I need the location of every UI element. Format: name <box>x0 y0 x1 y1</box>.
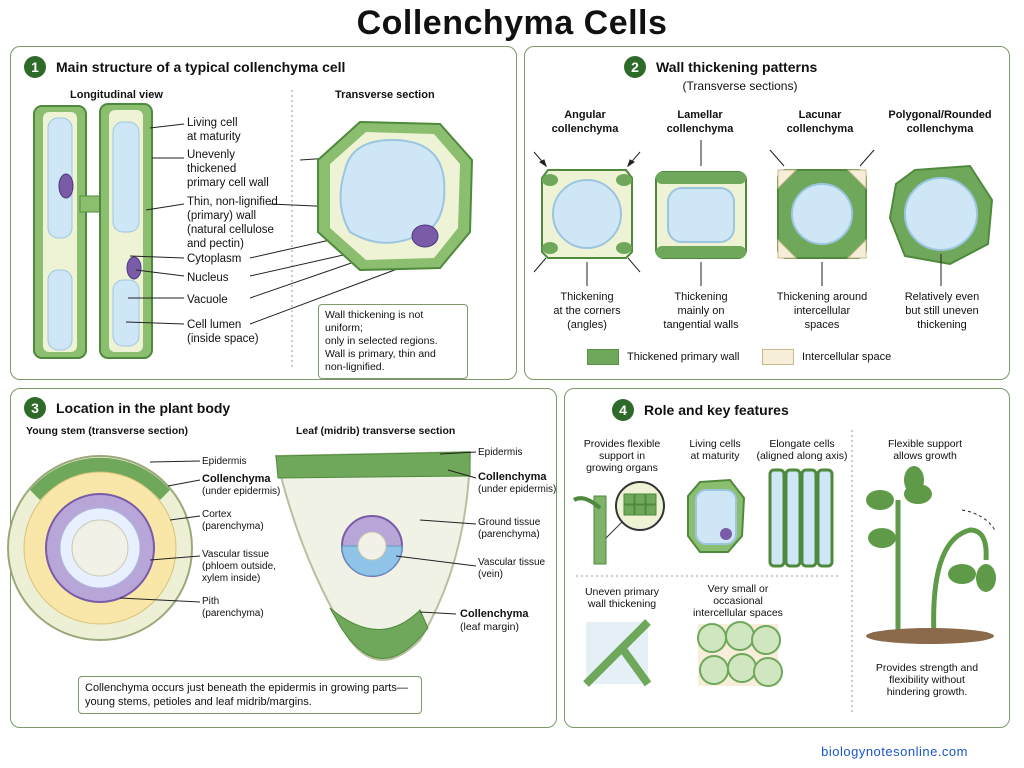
long-cell-left-vacuole-top <box>47 117 73 239</box>
leaf-leaders <box>395 451 477 615</box>
leaf-vascular-core <box>357 531 387 561</box>
stem-section <box>7 455 193 641</box>
angular-cell <box>541 169 633 259</box>
lamellar-cell <box>655 171 747 259</box>
transverse-cell <box>317 120 474 272</box>
number-badge: 1 <box>24 56 46 78</box>
long-cell-right-vacuole-bottom <box>112 279 140 347</box>
elongate-cells-icon <box>768 468 834 568</box>
p1-note: Wall thickening is not uniform;only in s… <box>318 304 468 379</box>
label-vacuole: Vacuole <box>187 294 228 306</box>
transverse-section-label: Transverse section <box>335 89 435 101</box>
stem-collenchyma-band <box>30 457 170 500</box>
p2-subtitle: (Transverse sections) <box>682 79 798 93</box>
legend-swatch-wall <box>587 349 619 365</box>
stem-pith <box>71 519 129 577</box>
label-thin-wall: Thin, non-lignified(primary) wall(natura… <box>187 196 278 250</box>
leaf-collenchyma-bottom <box>329 607 429 659</box>
angular-arrows <box>533 151 641 286</box>
label-cytoplasm: Cytoplasm <box>187 253 242 265</box>
living-cell-icon <box>687 478 746 553</box>
legend-intercellular: Intercellular space <box>762 349 891 365</box>
intercellular-spaces-icon <box>697 621 783 687</box>
longitudinal-cells <box>33 103 153 359</box>
polygonal-cell <box>888 164 994 266</box>
long-cell-left-nucleus <box>58 173 74 199</box>
stem-label-pith: Pith(parenchyma) <box>202 596 264 619</box>
long-cell-right-vacuole-top <box>112 121 140 233</box>
uneven-wall-icon <box>583 619 652 687</box>
leaf-title: Leaf (midrib) transverse section <box>296 425 456 437</box>
legend-swatch-intercellular <box>762 349 794 365</box>
label-cell-lumen: Cell lumen(inside space) <box>187 319 259 345</box>
transverse-cell-nucleus <box>411 224 439 248</box>
longitudinal-view-label: Longitudinal view <box>70 89 163 101</box>
long-cell-left-vacuole-bottom <box>47 269 73 351</box>
stem-leaders <box>119 460 201 603</box>
p3-note: Collenchyma occurs just beneath the epid… <box>78 676 422 714</box>
long-cell-right-nucleus <box>126 256 142 280</box>
footer-site: biologynotesonline.com <box>821 744 968 759</box>
leaf-vascular-xylem <box>341 545 403 577</box>
leaf-section <box>274 450 472 661</box>
leaf-label-collenchyma-margin: Collenchyma(leaf margin) <box>460 608 529 633</box>
stem-label-collenchyma: Collenchyma(under epidermis) <box>202 473 281 497</box>
leaf-label-ground: Ground tissue(parenchyma) <box>478 517 541 540</box>
lacunar-arrows <box>769 149 875 286</box>
leaf-label-collenchyma: Collenchyma(under epidermis) <box>478 471 557 495</box>
feature-elongate-cells: Elongate cells(aligned along axis) <box>756 438 848 462</box>
flexible-support-icon <box>572 481 665 565</box>
lacunar-cell <box>777 169 867 259</box>
transverse-cell-vacuole <box>339 138 446 244</box>
stem-title: Young stem (transverse section) <box>26 425 189 437</box>
leaf-label-vascular: Vascular tissue(vein) <box>478 557 546 580</box>
leaf-label-epidermis: Epidermis <box>478 447 523 458</box>
stem-label-vascular: Vascular tissue(phloem outside,xylem ins… <box>202 549 276 584</box>
bending-plant-icon <box>866 466 997 644</box>
stem-label-epidermis: Epidermis <box>202 456 247 467</box>
stem-label-cortex: Cortex(parenchyma) <box>202 509 264 532</box>
page-title: Collenchyma Cells <box>356 4 668 42</box>
legend-thickened-wall: Thickened primary wall <box>587 349 739 365</box>
label-nucleus: Nucleus <box>187 272 229 284</box>
